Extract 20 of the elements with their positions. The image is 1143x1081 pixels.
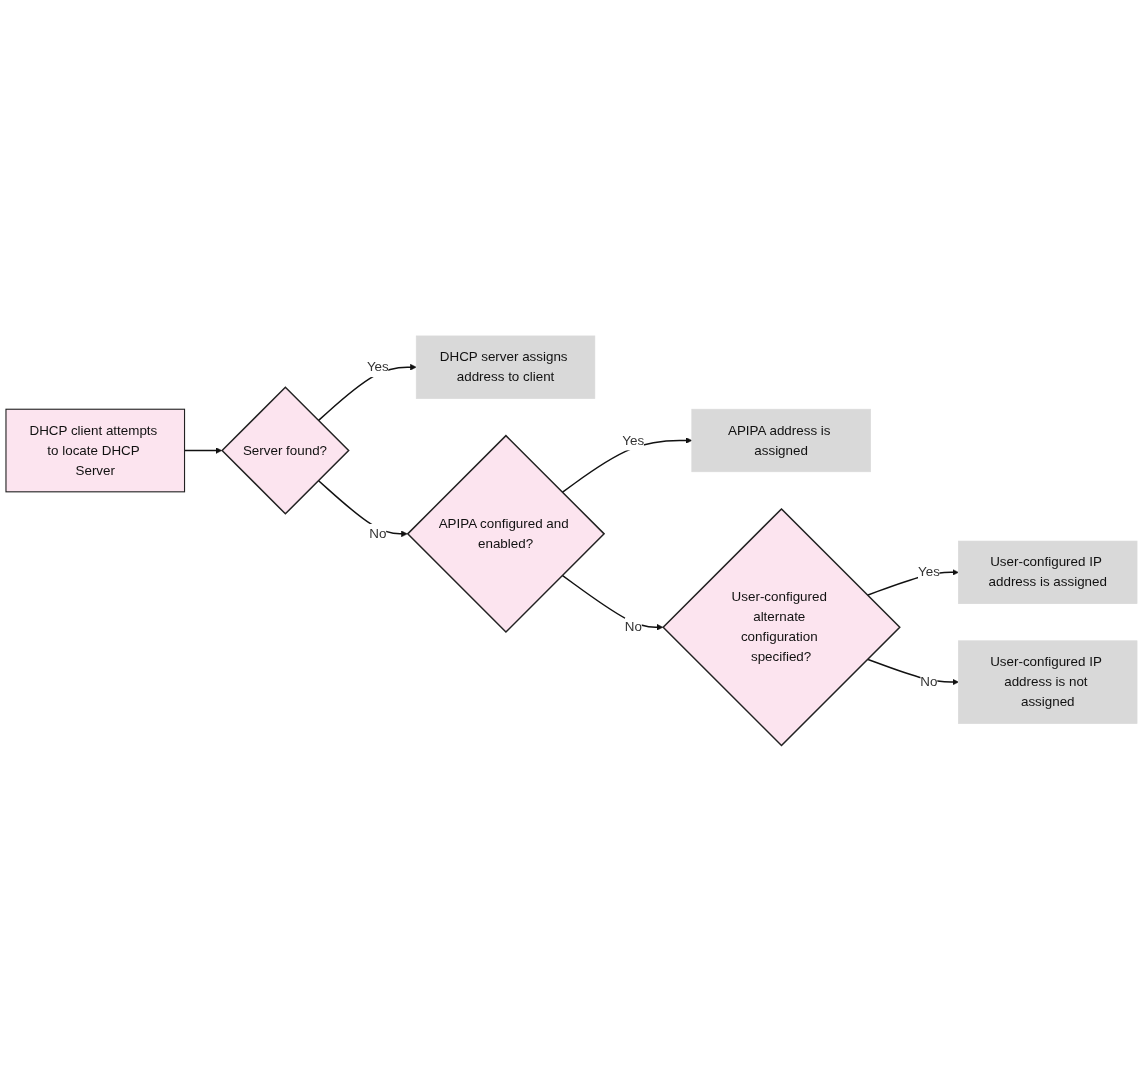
arrow [317,479,408,537]
edge-label: No [920,674,938,689]
arrow [561,436,693,493]
node-box: DHCP server assigns address to client [415,335,596,399]
arrow [317,363,417,422]
arrow [866,568,959,596]
node-box: User-configured IP address is assigned [958,540,1138,604]
arrow [866,658,959,686]
node-diamond: APIPA configured and enabled? [406,434,606,633]
node-diamond: User-configured alternate configuration specified? [662,507,901,747]
node-box: APIPA address is assigned [691,408,871,472]
edge-label: Yes [622,432,645,448]
arrow [561,574,664,631]
edge-label: Yes [918,564,940,580]
edge-label: No [369,525,387,541]
edge-label: No [624,619,642,635]
node-diamond: Server found? [221,385,350,515]
node-box: DHCP client attempts to locate DHCP Server [5,408,186,493]
node-box: User-configured IP address is not assigned [958,640,1138,724]
edge-label: Yes [366,359,389,375]
